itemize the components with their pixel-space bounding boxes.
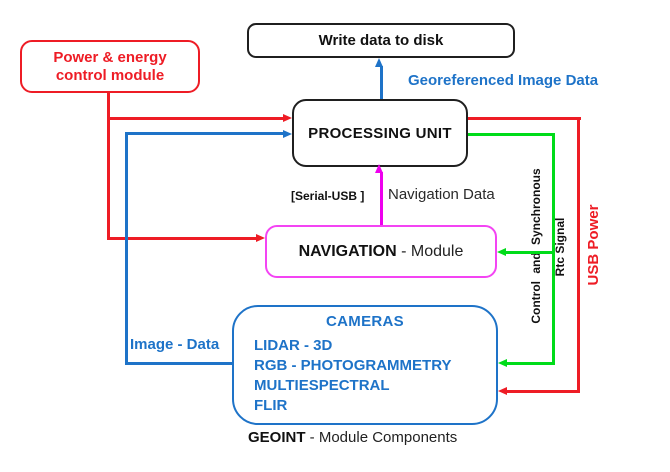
image-data-top-line — [125, 131, 284, 135]
rtc-signal-label: Rtc Signal — [553, 217, 567, 277]
usb-power-vertical-line — [576, 116, 580, 393]
usb-power-arrowhead-icon — [498, 386, 507, 395]
navigation-to-processing-line — [379, 172, 383, 225]
image-data-label: Image - Data — [130, 336, 220, 353]
green-to-navigation-line — [506, 250, 553, 254]
power-label-line1: Power & energy — [53, 48, 167, 66]
green-top-line — [468, 132, 555, 136]
georeferenced-line — [379, 66, 383, 99]
serial-usb-label: [Serial-USB ] — [291, 189, 365, 203]
cameras-title: CAMERAS — [326, 313, 404, 330]
georeferenced-arrowhead-icon — [375, 58, 383, 67]
navigation-data-label: Navigation Data — [388, 186, 495, 203]
cameras-item-list: LIDAR - 3D RGB - PHOTOGRAMMETRY MULTIESP… — [254, 336, 496, 416]
usb-power-to-cameras-line — [507, 389, 578, 393]
power-red-vertical-line — [106, 93, 110, 239]
image-data-bottom-line — [125, 361, 232, 365]
cameras-item-multispectral: MULTIESPECTRAL — [254, 377, 390, 394]
power-to-processing-line — [106, 116, 284, 120]
georeferenced-image-data-label: Georeferenced Image Data — [408, 72, 599, 89]
navigation-to-processing-arrowhead-icon — [375, 164, 383, 173]
image-data-vertical-line — [125, 131, 128, 365]
cameras-node: CAMERAS LIDAR - 3D RGB - PHOTOGRAMMETRY … — [232, 305, 498, 425]
control-synchronous-label: Control and Synchronous — [529, 168, 543, 324]
usb-power-top-line — [468, 116, 581, 120]
green-to-navigation-arrowhead-icon — [497, 247, 506, 256]
power-to-navigation-line — [106, 236, 257, 240]
green-vertical-line — [551, 132, 555, 365]
navigation-module-node: NAVIGATION - Module — [265, 225, 497, 278]
power-to-navigation-arrowhead-icon — [256, 233, 265, 242]
green-to-cameras-line — [507, 362, 553, 365]
geoint-caption: GEOINT - Module Components — [248, 429, 458, 446]
usb-power-label: USB Power — [585, 204, 602, 286]
cameras-item-lidar: LIDAR - 3D — [254, 337, 333, 354]
cameras-item-flir: FLIR — [254, 397, 288, 414]
write-data-to-disk-node: Write data to disk — [247, 23, 515, 58]
processing-unit-label: PROCESSING UNIT — [308, 124, 452, 142]
cameras-item-rgb: RGB - PHOTOGRAMMETRY — [254, 357, 452, 374]
processing-unit-node: PROCESSING UNIT — [292, 99, 468, 167]
image-data-arrowhead-icon — [283, 129, 292, 138]
green-to-cameras-arrowhead-icon — [498, 359, 507, 367]
navigation-label: NAVIGATION - Module — [298, 242, 464, 260]
power-energy-control-node: Power & energy control module — [20, 40, 200, 93]
power-to-processing-arrowhead-icon — [283, 113, 292, 122]
power-label-line2: control module — [55, 66, 165, 84]
write-data-to-disk-label: Write data to disk — [318, 32, 444, 49]
